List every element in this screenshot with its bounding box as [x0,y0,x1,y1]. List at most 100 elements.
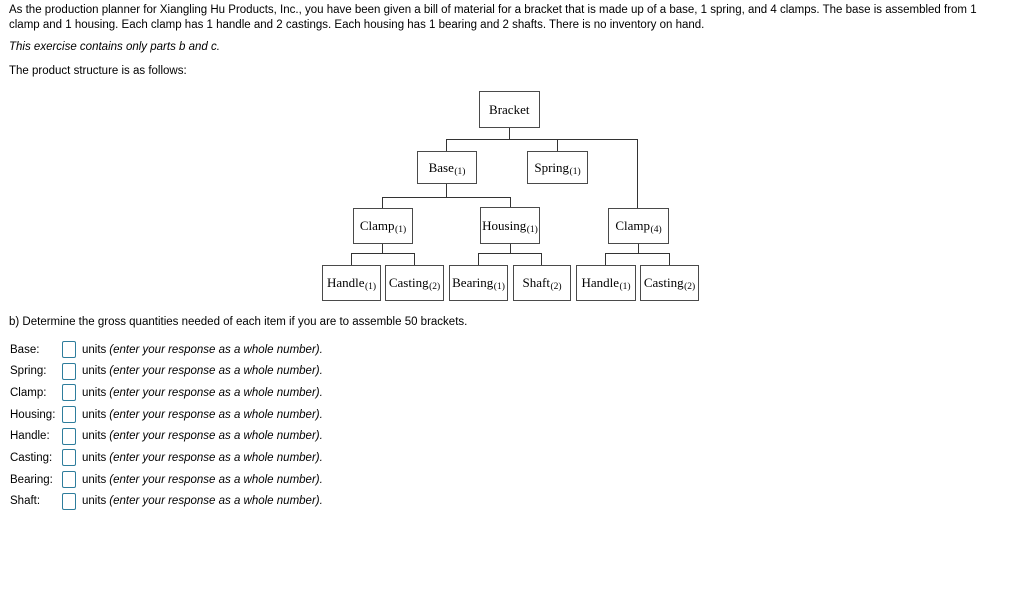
row-shaft: Shaft: units(enter your response as a wh… [10,492,323,510]
bearing-quantity-input[interactable] [62,471,76,489]
connector-line [382,197,511,198]
row-label: Clamp: [10,386,47,399]
units-hint: (enter your response as a whole number). [109,430,323,443]
units-word: units [82,343,107,356]
units-word: units [82,495,107,508]
tree-node-label: Clamp [359,218,395,233]
units-word: units [82,386,107,399]
clamp-quantity-input[interactable] [62,384,76,402]
row-spring: Spring: units(enter your response as a w… [10,362,323,380]
units-hint: (enter your response as a whole number). [109,451,323,464]
tree-node-qty: (4) [650,225,662,235]
tree-node-bracket: Bracket [479,91,540,128]
units-hint: (enter your response as a whole number). [109,473,323,486]
tree-node-qty: (2) [550,282,562,292]
tree-node-qty: (1) [619,282,631,292]
units-hint: (enter your response as a whole number). [109,365,323,378]
tree-node-bearing: Bearing(1) [449,265,508,301]
connector-line [478,253,479,265]
connector-line [382,244,383,253]
units-text: units(enter your response as a whole num… [82,452,323,464]
units-word: units [82,408,107,421]
row-label: Shaft: [10,495,41,508]
tree-node-shaft: Shaft(2) [513,265,571,301]
connector-line [351,253,352,265]
connector-line [669,253,670,265]
tree-node-label: Spring [534,159,570,175]
units-text: units(enter your response as a whole num… [82,387,323,399]
part-b-prompt: b) Determine the gross quantities needed… [9,316,468,328]
row-casting: Casting: units(enter your response as a … [10,449,323,467]
units-hint: (enter your response as a whole number). [109,343,323,356]
tree-node-qty: (2) [684,282,696,292]
handle-quantity-input[interactable] [62,427,76,445]
tree-node-label: Casting [388,275,429,290]
tree-node-qty: (1) [454,166,466,177]
units-text: units(enter your response as a whole num… [82,430,323,442]
tree-node-label: Casting [643,275,684,290]
connector-line [638,244,639,253]
row-bearing: Bearing: units(enter your response as a … [10,471,323,489]
units-word: units [82,451,107,464]
units-word: units [82,473,107,486]
connector-line [637,139,638,208]
tree-node-label: Shaft [522,275,550,290]
units-word: units [82,365,107,378]
units-hint: (enter your response as a whole number). [109,408,323,421]
connector-line [509,127,510,139]
connector-line [446,139,447,151]
row-housing: Housing: units(enter your response as a … [10,406,323,424]
tree-node-spring: Spring(1) [527,151,588,184]
casting-quantity-input[interactable] [62,449,76,467]
tree-node-housing: Housing(1) [480,207,540,244]
tree-node-label: Handle [581,275,619,290]
row-clamp: Clamp: units(enter your response as a wh… [10,384,323,402]
tree-node-clamp-1: Clamp(1) [353,208,413,244]
tree-node-qty: (1) [569,166,581,177]
tree-node-handle-a: Handle(1) [322,265,381,301]
connector-line [446,139,638,140]
part-b-answer-rows: Base: units(enter your response as a who… [10,341,323,515]
connector-line [414,253,415,265]
units-text: units(enter your response as a whole num… [82,409,323,421]
row-label: Casting: [10,451,53,464]
connector-line [446,184,447,197]
tree-node-qty: (1) [364,282,377,292]
tree-node-label: Clamp [615,218,651,233]
tree-node-label: Housing [482,217,527,233]
shaft-quantity-input[interactable] [62,492,76,510]
connector-line [605,253,670,254]
tree-node-casting-b: Casting(2) [640,265,699,301]
spring-quantity-input[interactable] [62,362,76,380]
tree-node-label: Handle [326,275,365,290]
tree-node-base: Base(1) [417,151,477,184]
units-word: units [82,430,107,443]
tree-node-label: Base [428,159,454,175]
exercise-note: This exercise contains only parts b and … [9,41,220,53]
units-text: units(enter your response as a whole num… [82,365,323,377]
row-label: Housing: [10,408,56,421]
problem-statement: As the production planner for Xiangling … [9,4,977,31]
structure-intro: The product structure is as follows: [9,65,187,77]
tree-node-label: Bracket [489,101,530,117]
tree-node-clamp-4: Clamp(4) [608,208,669,244]
tree-node-qty: (1) [526,224,538,235]
units-text: units(enter your response as a whole num… [82,495,323,507]
row-base: Base: units(enter your response as a who… [10,341,323,358]
housing-quantity-input[interactable] [62,406,76,424]
connector-line [541,253,542,265]
tree-node-qty: (1) [395,225,407,235]
connector-line [382,197,383,208]
connector-line [510,197,511,207]
connector-line [510,244,511,253]
connector-line [557,139,558,151]
row-label: Base: [10,343,40,356]
tree-node-handle-b: Handle(1) [576,265,636,301]
tree-node-qty: (1) [493,282,505,292]
row-handle: Handle: units(enter your response as a w… [10,427,323,445]
connector-line [351,253,415,254]
product-structure-tree: Bracket Base(1) Spring(1) Clamp(1) Housi… [322,91,699,301]
base-quantity-input[interactable] [62,341,76,358]
tree-node-casting-a: Casting(2) [385,265,444,301]
